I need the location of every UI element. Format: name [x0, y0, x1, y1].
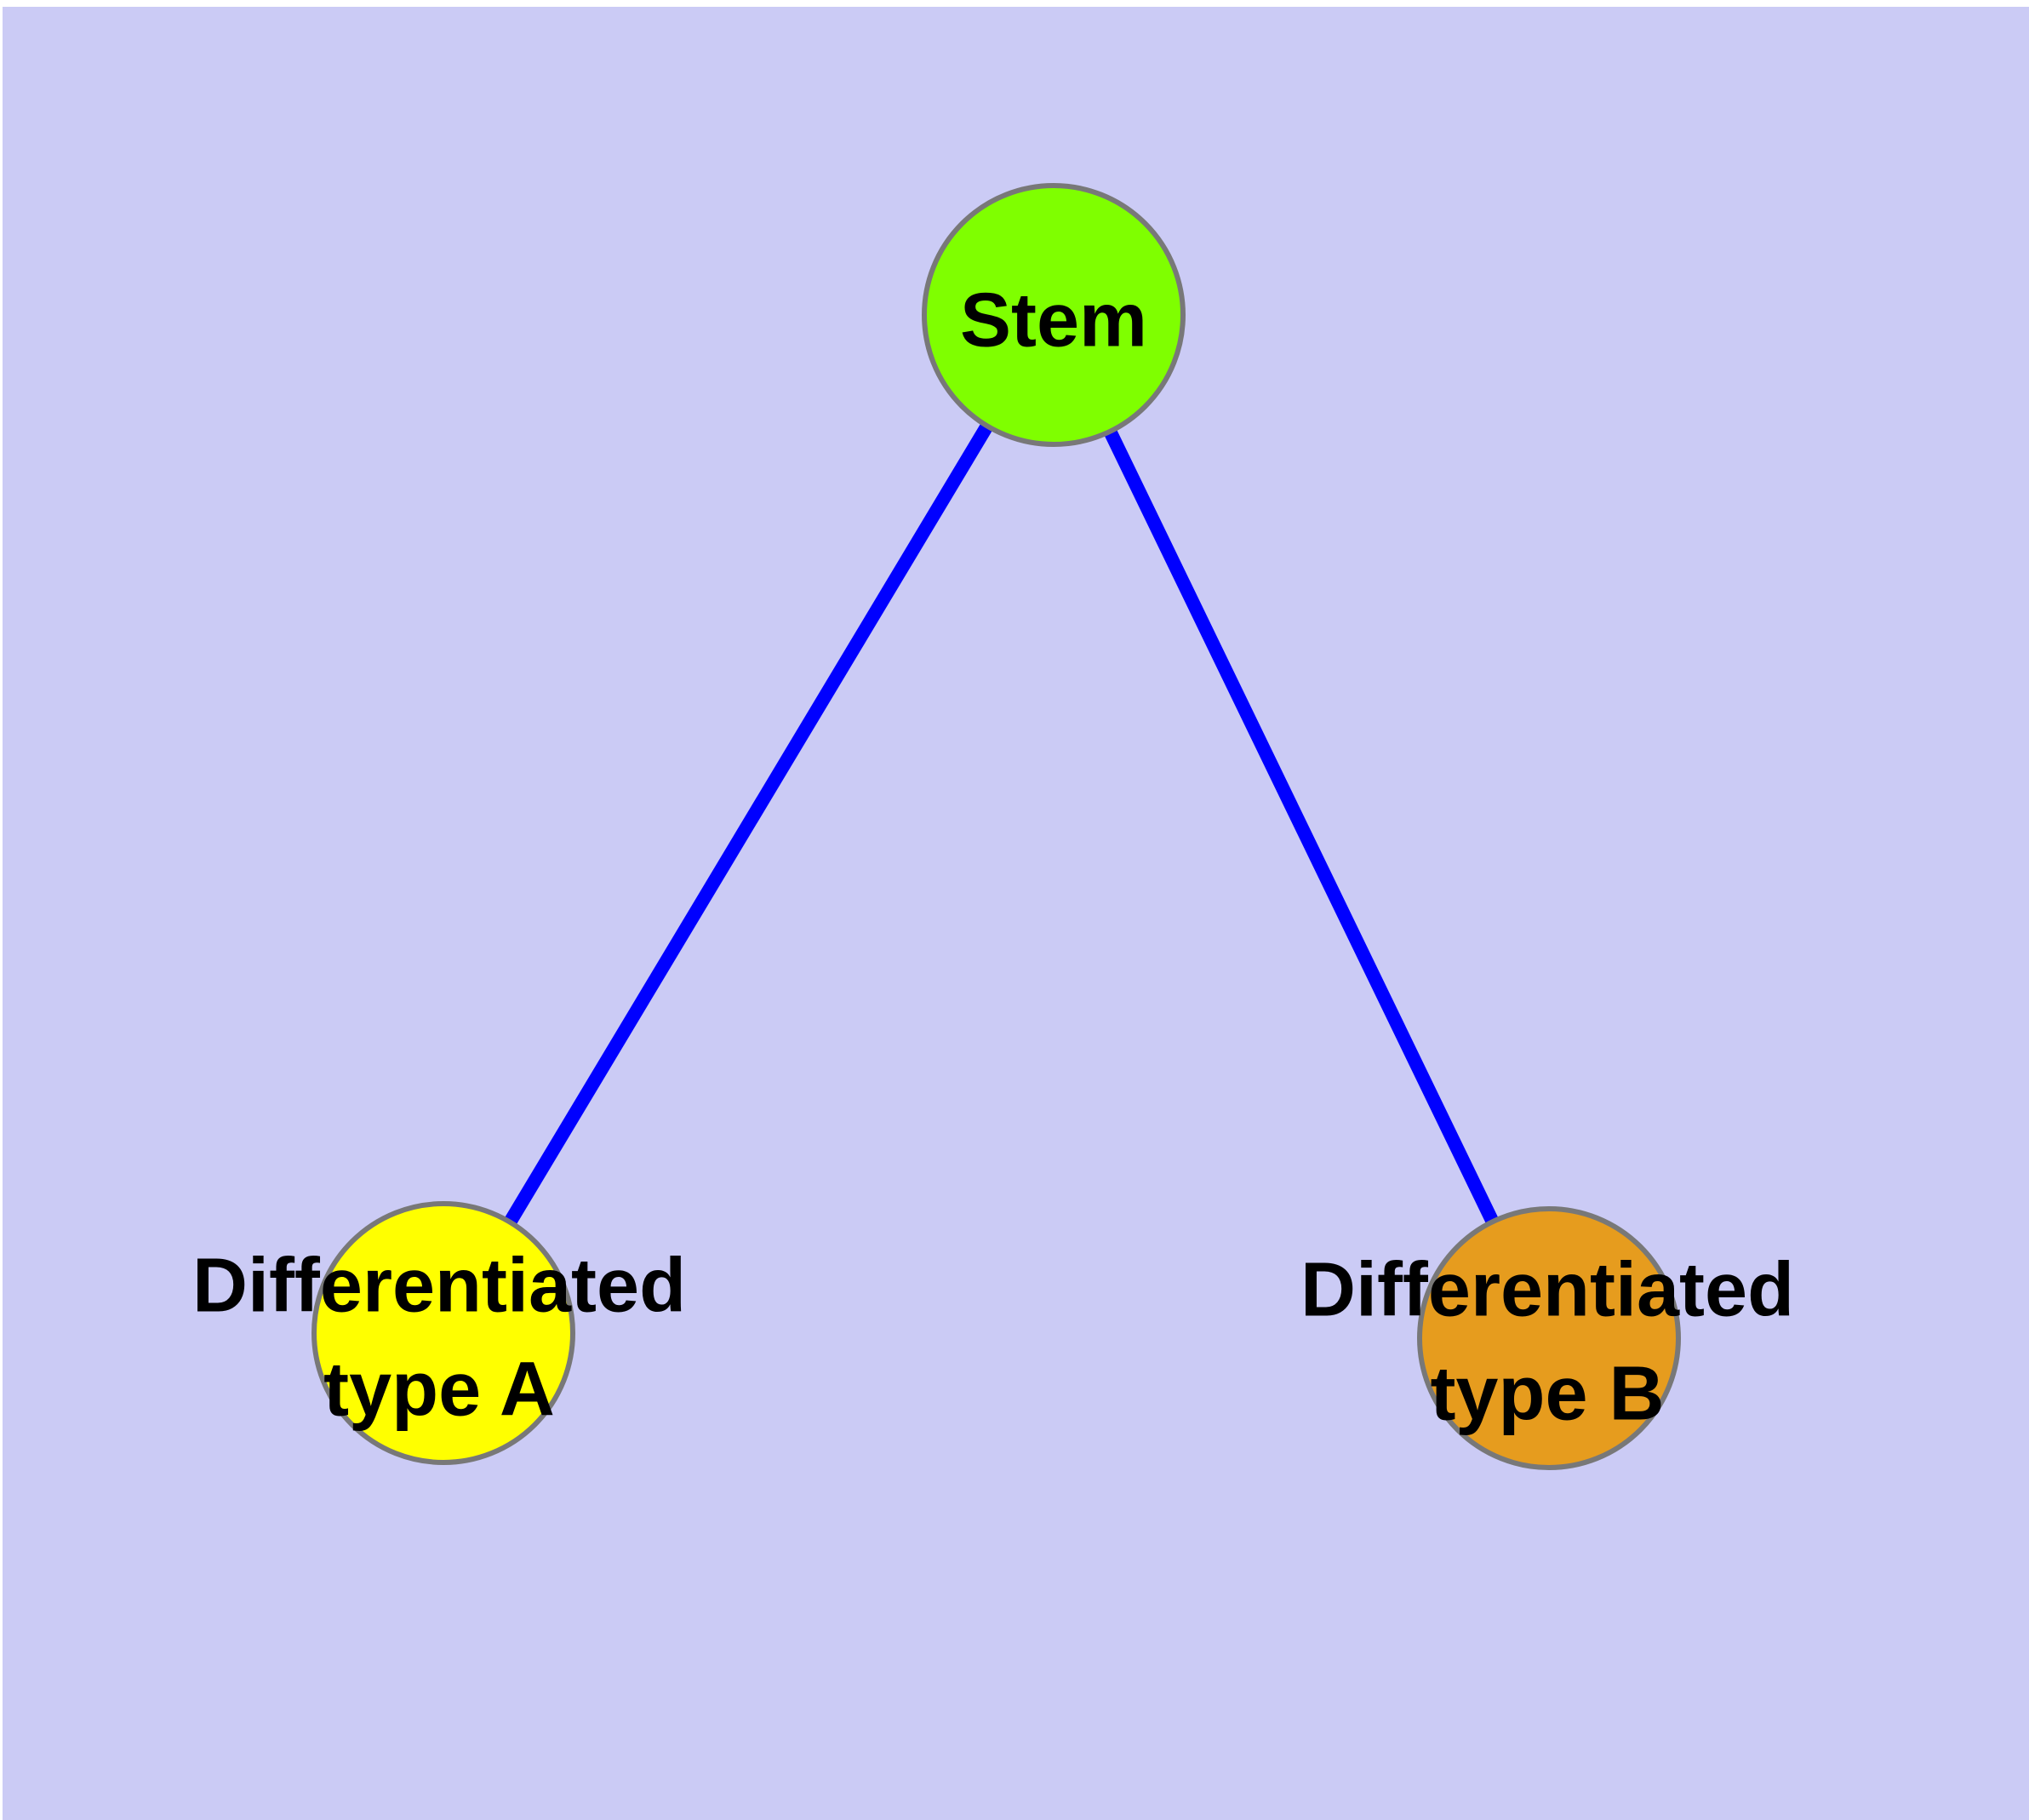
- diff-b-node-label-line1: Differentiated: [1300, 1247, 1795, 1333]
- diff-b-node-label: Differentiated type B: [1300, 1239, 1794, 1446]
- edge-stem-to-diff-a: [437, 311, 1060, 1337]
- stem-node-label: Stem: [960, 269, 1147, 373]
- diff-b-node-label-line2: type B: [1430, 1351, 1665, 1436]
- edge-stem-to-diff-b: [1047, 312, 1556, 1342]
- diff-b-node-circle: [1417, 1206, 1681, 1470]
- diff-a-node-label-line1: Differentiated: [191, 1243, 687, 1329]
- stem-node-label-line: Stem: [959, 278, 1148, 363]
- stem-node-circle: [922, 183, 1186, 447]
- diff-a-node-label: Differentiated type A: [192, 1235, 686, 1442]
- diff-a-node-label-line2: type A: [323, 1347, 555, 1432]
- diff-a-node-circle: [311, 1201, 575, 1465]
